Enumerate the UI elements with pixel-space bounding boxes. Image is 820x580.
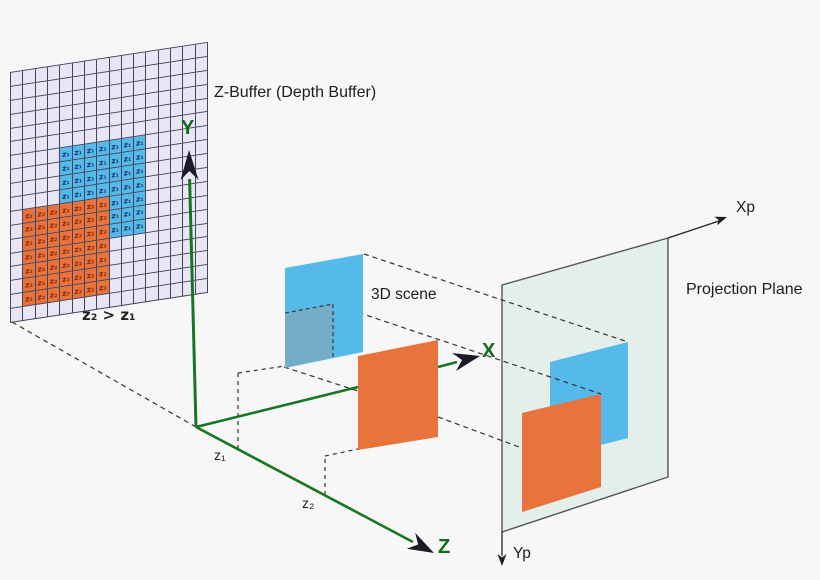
projection-plane	[501, 237, 669, 533]
z2-depth-marker: z₂	[302, 495, 315, 511]
y-axis-label: Y	[181, 117, 195, 139]
zbuffer-cell	[121, 290, 135, 306]
zbuffer-cell	[171, 282, 184, 299]
projection-plane-label: Projection Plane	[686, 281, 803, 298]
z-axis-line	[195, 425, 414, 544]
zbuffer-cell	[23, 305, 36, 321]
scene-occluded-region	[285, 304, 333, 368]
zbuffer-cell	[183, 280, 196, 297]
zbuffer-condition-label: z₂ > z₁	[82, 306, 136, 324]
projected-near-square	[550, 342, 628, 458]
z1-extension-dash	[237, 365, 286, 374]
buffer-floor-dash	[11, 321, 197, 428]
zbuffer-cell	[195, 278, 208, 295]
x-axis-line-b	[437, 360, 458, 369]
z-arrowhead-icon	[406, 532, 434, 553]
xp-axis-label: Xp	[736, 199, 755, 216]
x-axis-label: X	[482, 340, 496, 362]
yp-arrowhead-icon	[497, 554, 507, 566]
yp-axis-label: Yp	[513, 545, 531, 562]
scene-far-square	[358, 340, 438, 450]
x-arrowhead-icon	[452, 353, 480, 371]
projection-ray-bottom-b	[437, 416, 523, 449]
projection-ray-bottom-a	[283, 366, 359, 392]
z-axis-label: Z	[438, 536, 451, 558]
scene-near-square	[285, 254, 363, 368]
x-axis-line-a	[195, 385, 359, 429]
z2-extension-dash	[324, 448, 359, 457]
zbuffer-cell	[60, 299, 73, 316]
zbuffer-cell	[47, 301, 61, 318]
projected-far-square	[522, 394, 601, 512]
zbuffer-cell	[134, 288, 147, 305]
zbuffer-cell	[158, 284, 172, 301]
zbuffer-title: Z-Buffer (Depth Buffer)	[214, 84, 377, 101]
scene-label: 3D scene	[371, 286, 437, 303]
occluded-region-outline	[284, 303, 334, 357]
xp-arrowhead-icon	[714, 216, 727, 226]
xp-axis-line	[667, 220, 720, 239]
zbuffer-cell	[11, 307, 24, 323]
zbuffer-cell	[35, 303, 48, 320]
z1-depth-marker: z₁	[214, 447, 226, 463]
projection-ray-middle	[332, 303, 602, 395]
zbuffer-cell	[146, 286, 159, 303]
